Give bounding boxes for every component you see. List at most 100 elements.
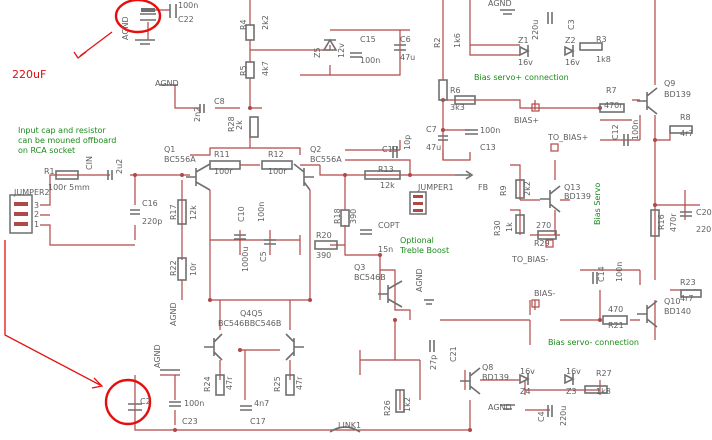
- svg-text:R16: R16: [657, 214, 666, 230]
- svg-text:4n7: 4n7: [254, 399, 269, 408]
- svg-text:BD139: BD139: [482, 373, 509, 382]
- svg-text:C2: C2: [140, 397, 151, 406]
- svg-text:R27: R27: [596, 369, 612, 378]
- svg-text:Q4Q5: Q4Q5: [240, 309, 263, 318]
- svg-text:100r: 100r: [214, 167, 233, 176]
- svg-text:C17: C17: [250, 417, 266, 426]
- svg-text:R22: R22: [169, 260, 178, 276]
- svg-text:AGND: AGND: [153, 344, 162, 368]
- bias-servo-vertical: Bias Servo: [593, 183, 602, 225]
- red-annotations: [4, 0, 162, 426]
- resistor-R29: [537, 230, 557, 240]
- resistor-R12: [261, 160, 293, 170]
- svg-text:JUMPER1: JUMPER1: [417, 183, 454, 192]
- svg-text:100n: 100n: [615, 262, 624, 282]
- svg-text:C13: C13: [480, 143, 496, 152]
- svg-text:Z3: Z3: [566, 387, 577, 396]
- svg-text:LINK1: LINK1: [338, 421, 361, 430]
- svg-text:JUMPER2: JUMPER2: [13, 188, 50, 197]
- svg-text:12k: 12k: [189, 205, 198, 220]
- resistor-R6: [454, 95, 476, 105]
- svg-text:Q8: Q8: [482, 363, 493, 372]
- svg-text:1k8: 1k8: [596, 387, 611, 396]
- svg-text:1k: 1k: [505, 222, 514, 232]
- svg-text:R11: R11: [214, 150, 230, 159]
- trimmer-R28: [249, 116, 259, 138]
- svg-text:2k: 2k: [235, 120, 244, 130]
- input-note-line2: can be mouned offboard: [18, 136, 116, 145]
- resistor-R7: [599, 103, 625, 113]
- resistor-R20: [314, 240, 338, 250]
- svg-text:R2: R2: [433, 37, 442, 48]
- svg-text:47r: 47r: [295, 376, 304, 390]
- svg-text:1k6: 1k6: [453, 33, 462, 48]
- svg-text:10r: 10r: [189, 262, 198, 276]
- svg-text:1k8: 1k8: [596, 55, 611, 64]
- svg-text:AGND: AGND: [488, 403, 512, 412]
- bias-servo-plus-label: Bias servo+ connection: [474, 73, 569, 82]
- svg-text:C21: C21: [449, 346, 458, 362]
- svg-text:BC556A: BC556A: [164, 155, 196, 164]
- resistor-R24: [215, 374, 225, 396]
- svg-text:2: 2: [34, 210, 39, 219]
- svg-text:Z5: Z5: [313, 47, 322, 58]
- ground-symbols: [135, 9, 515, 410]
- resistor-R4: [245, 24, 255, 41]
- resistor-R26: [395, 389, 405, 413]
- svg-text:R13: R13: [378, 165, 394, 174]
- svg-text:1: 1: [34, 220, 39, 229]
- resistor-R13: [364, 170, 401, 180]
- resistor-R25: [285, 374, 295, 396]
- svg-text:100r: 100r: [268, 167, 287, 176]
- bias-servo-minus-label: Bias servo- connection: [548, 338, 639, 347]
- svg-text:Z4: Z4: [520, 387, 531, 396]
- svg-text:R12: R12: [268, 150, 284, 159]
- svg-text:C15: C15: [360, 35, 376, 44]
- resistors: [55, 24, 702, 413]
- resistor-R21: [602, 315, 628, 325]
- svg-text:R17: R17: [169, 204, 178, 220]
- svg-text:BC556A: BC556A: [310, 155, 342, 164]
- svg-text:R28: R28: [227, 116, 236, 132]
- svg-text:4r7: 4r7: [680, 294, 693, 303]
- svg-text:R21: R21: [608, 321, 624, 330]
- svg-text:R1: R1: [44, 167, 55, 176]
- svg-text:R30: R30: [493, 220, 502, 236]
- optional-label: Optional: [400, 236, 434, 245]
- transistors: [186, 87, 658, 395]
- test-points: [531, 103, 559, 308]
- fb-arrow: [455, 170, 474, 180]
- jumpers: [9, 191, 427, 234]
- highlight-circle-top: [114, 0, 162, 34]
- svg-text:R6: R6: [450, 86, 461, 95]
- cap-value-note: 220uF: [12, 68, 46, 81]
- svg-text:R24: R24: [203, 376, 212, 392]
- capacitors: [107, 4, 692, 417]
- resistor-R5: [245, 61, 255, 79]
- treble-boost-label: Treble Boost: [399, 246, 449, 255]
- svg-text:16v: 16v: [520, 367, 535, 376]
- svg-text:C10: C10: [237, 206, 246, 222]
- svg-text:100n: 100n: [480, 126, 500, 135]
- svg-text:2k2: 2k2: [261, 15, 270, 30]
- svg-text:BD139: BD139: [564, 192, 591, 201]
- svg-text:TO_BIAS-: TO_BIAS-: [511, 255, 549, 264]
- svg-text:CIN: CIN: [85, 156, 94, 170]
- resistor-R8: [669, 125, 693, 134]
- svg-text:R20: R20: [316, 231, 332, 240]
- svg-text:Q1: Q1: [164, 145, 175, 154]
- svg-text:AGND: AGND: [169, 302, 178, 326]
- svg-text:R26: R26: [383, 400, 392, 416]
- input-note-line1: Input cap and resistor: [18, 126, 106, 135]
- svg-text:16v: 16v: [518, 58, 533, 67]
- svg-text:3k3: 3k3: [450, 103, 465, 112]
- svg-text:C7: C7: [426, 125, 437, 134]
- labels: 220uF Input cap and resistor can be moun…: [12, 0, 712, 430]
- resistor-R9: [515, 179, 525, 199]
- resistor-R17: [177, 199, 187, 225]
- svg-text:16v: 16v: [566, 367, 581, 376]
- svg-text:390: 390: [316, 251, 331, 260]
- resistor-R11: [209, 160, 241, 170]
- svg-text:Q3: Q3: [354, 263, 365, 272]
- svg-text:R9: R9: [499, 185, 508, 196]
